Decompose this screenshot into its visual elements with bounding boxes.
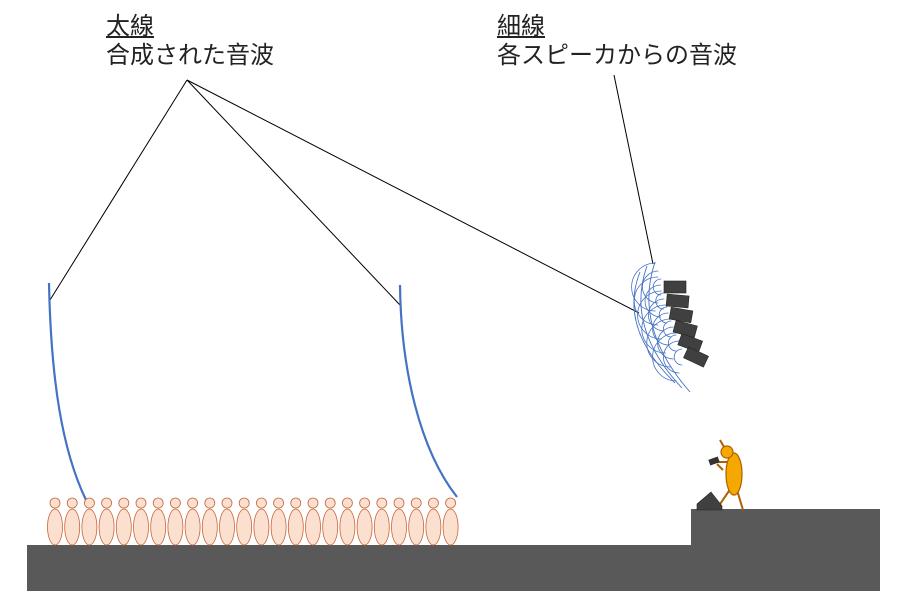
audience-person-body <box>219 508 235 546</box>
audience-person-body <box>270 508 287 546</box>
speaker-wave-envelope <box>648 261 691 393</box>
line-array-speaker <box>663 280 709 368</box>
audience-person-head <box>169 497 181 509</box>
speaker-wave-arc <box>673 348 683 366</box>
audience-person-head <box>341 497 353 509</box>
audience-person-body <box>167 508 184 546</box>
audience-person-body <box>253 508 270 546</box>
performer-head <box>720 445 734 459</box>
speaker-wave-arc <box>652 278 662 296</box>
speaker-wave-envelope <box>640 265 683 389</box>
speaker-wave-arc <box>663 340 680 374</box>
speaker-wave-arc <box>637 290 662 340</box>
audience-person-body <box>356 508 373 546</box>
stage-platform <box>691 509 880 549</box>
audience-person-head <box>307 497 319 509</box>
combined-wavefront-left <box>47 282 87 501</box>
audience-person-body <box>115 508 132 546</box>
leader-line-right-wave <box>186 79 401 306</box>
thin-line-label: 細線 各スピーカからの音波 <box>497 12 737 70</box>
audience-person-head <box>273 497 285 509</box>
audience-person-head <box>410 497 422 509</box>
microphone-stand <box>716 463 724 471</box>
speaker-wave-arc <box>657 326 674 360</box>
audience-person-head <box>376 497 388 509</box>
audience <box>47 497 459 546</box>
speaker-wave-arc <box>641 304 666 354</box>
audience-person-head <box>118 497 130 509</box>
leader-line-speaker-array <box>186 79 640 314</box>
speaker-box <box>663 280 687 294</box>
audience-person-head <box>255 497 267 509</box>
audience-person-body <box>236 508 253 546</box>
thick-line-label: 太線 合成された音波 <box>106 12 274 70</box>
audience-person-body <box>201 508 218 546</box>
audience-person-body <box>184 508 201 546</box>
audience-person-body <box>391 508 407 546</box>
audience-person-body <box>425 508 442 546</box>
leader-line-left-wave <box>49 79 188 301</box>
audience-person-body <box>81 508 98 546</box>
speaker-wave-arc <box>658 306 668 324</box>
floor-monitor-speaker <box>696 491 723 511</box>
speaker-box <box>683 346 709 368</box>
speaker-wave-arc <box>652 312 669 346</box>
thin-line-heading: 細線 <box>497 12 545 40</box>
audience-person-head <box>238 497 250 509</box>
audience-person-body <box>339 508 356 546</box>
performer-leg <box>736 489 744 511</box>
speaker-wave-arc <box>631 262 656 312</box>
audience-person-body <box>408 508 425 546</box>
combined-wavefront-right <box>398 284 458 498</box>
audience-person-head <box>187 497 199 509</box>
audience-person-head <box>152 497 164 509</box>
speaker-wave-arc <box>644 284 662 318</box>
audience-person-head <box>135 497 147 509</box>
speaker-wave-arc <box>646 318 671 368</box>
audience-person-head <box>359 497 371 509</box>
audience-person-body <box>133 508 149 546</box>
audience-person-head <box>427 497 439 509</box>
audience-person-body <box>64 508 81 546</box>
speaker-box <box>668 306 694 324</box>
thin-line-description: 各スピーカからの音波 <box>497 41 737 69</box>
ground-floor <box>27 545 880 591</box>
individual-speaker-waves <box>631 261 691 393</box>
audience-person-body <box>287 508 304 546</box>
audience-person-body <box>373 508 390 546</box>
audience-person-head <box>324 497 336 509</box>
performer-body <box>725 452 743 496</box>
audience-person-body <box>98 508 115 546</box>
performer-with-microphone <box>708 439 744 511</box>
audience-person-head <box>393 497 405 509</box>
audience-person-head <box>290 497 302 509</box>
audience-person-head <box>66 497 78 509</box>
audience-person-head <box>84 497 95 509</box>
speaker-wave-envelope <box>633 271 676 384</box>
audience-person-head <box>204 497 216 509</box>
microphone <box>708 456 720 466</box>
speaker-wave-arc <box>663 320 672 338</box>
audience-person-head <box>49 497 61 509</box>
audience-person-body <box>442 508 459 546</box>
speaker-box <box>665 293 690 309</box>
thick-line-heading: 太線 <box>106 12 154 40</box>
speaker-wave-arc <box>648 298 665 332</box>
audience-person-body <box>322 508 339 546</box>
performer-antenna <box>719 439 725 448</box>
thick-line-description: 合成された音波 <box>106 41 274 69</box>
audience-person-head <box>101 497 112 509</box>
audience-person-head <box>445 497 457 509</box>
audience-person-head <box>221 497 233 509</box>
leader-lines <box>49 74 654 314</box>
leader-line-thin-waves <box>613 74 654 265</box>
audience-person-body <box>47 508 63 546</box>
speaker-wave-arc <box>668 334 677 352</box>
audience-person-body <box>305 508 321 546</box>
audience-person-body <box>150 508 167 546</box>
